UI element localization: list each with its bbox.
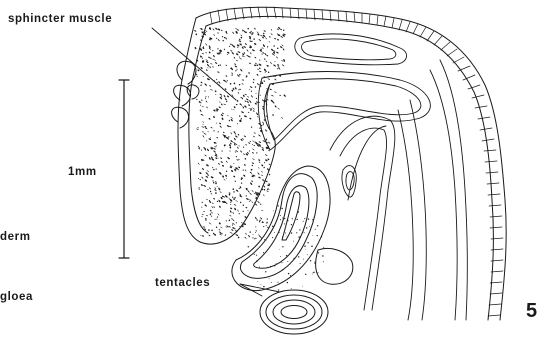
- leader-lines: [152, 28, 280, 296]
- scale-bar: [119, 80, 129, 258]
- scale-label: 1mm: [68, 166, 97, 178]
- marginal-lobes: [172, 61, 199, 128]
- derm-label: derm: [0, 231, 31, 243]
- curved-tube: [330, 116, 395, 310]
- gloea-label: gloea: [0, 291, 33, 303]
- tentacles-label: tentacles: [155, 277, 210, 289]
- figure-number: 5: [526, 300, 537, 323]
- inner-wall: [398, 60, 467, 320]
- upper-cavity: [258, 34, 430, 150]
- tentacle-cross-section: [260, 290, 328, 334]
- sphincter-muscle-label: sphincter muscle: [8, 13, 112, 25]
- tentacle-fold: [232, 166, 353, 291]
